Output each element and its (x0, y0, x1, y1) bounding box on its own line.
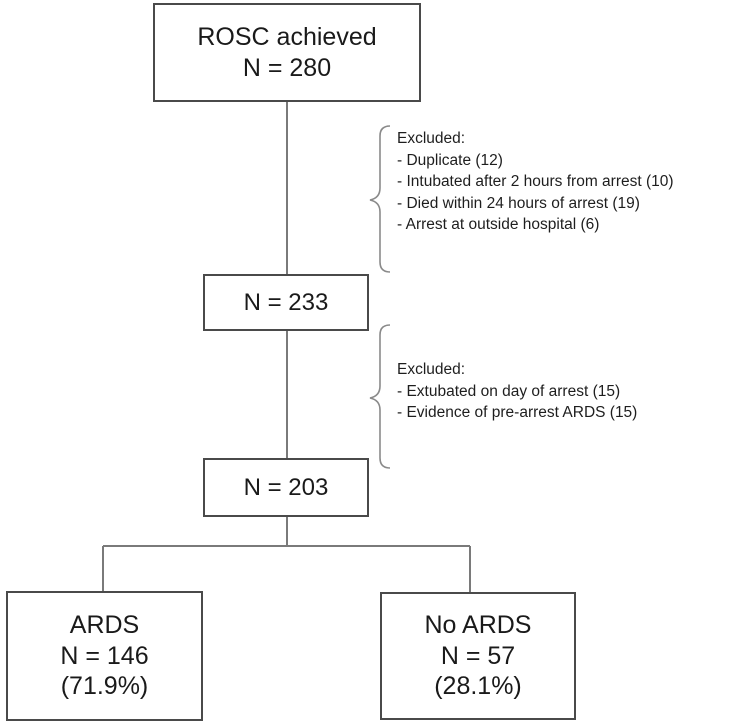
rosc-box: ROSC achieved N = 280 (153, 3, 421, 102)
no-ards-title: No ARDS (424, 611, 532, 640)
no-ards-percent: (28.1%) (434, 672, 522, 701)
ards-box: ARDS N = 146 (71.9%) (6, 591, 203, 721)
exclusion-item: - Evidence of pre-arrest ARDS (15) (397, 404, 638, 421)
exclusion-item: - Intubated after 2 hours from arrest (1… (397, 173, 674, 190)
exclusion-list-2: Excluded: - Extubated on day of arrest (… (397, 359, 637, 424)
ards-percent: (71.9%) (60, 672, 149, 701)
n233-box: N = 233 (203, 274, 369, 331)
exclusion-item: - Extubated on day of arrest (15) (397, 382, 621, 400)
no-ards-count: N = 57 (440, 641, 516, 670)
exclusion-heading: Excluded: (397, 361, 466, 378)
exclusion-brace-2 (369, 324, 391, 469)
exclusion-item: - Duplicate (12) (397, 151, 503, 169)
no-ards-box: No ARDS N = 57 (28.1%) (380, 592, 576, 720)
exclusion-heading: Excluded: (397, 130, 466, 147)
exclusion-list-1: Excluded: - Duplicate (12) - Intubated a… (397, 128, 674, 236)
exclusion-item: - Arrest at outside hospital (6) (397, 216, 600, 233)
ards-count: N = 146 (60, 641, 149, 670)
rosc-count: N = 280 (242, 53, 332, 82)
ards-title: ARDS (69, 611, 140, 640)
n203-box: N = 203 (203, 458, 369, 517)
n203-count: N = 203 (243, 473, 329, 501)
rosc-title: ROSC achieved (197, 23, 377, 51)
exclusion-item: - Died within 24 hours of arrest (19) (397, 194, 640, 212)
exclusion-brace-1 (369, 125, 391, 273)
n233-count: N = 233 (243, 288, 329, 316)
